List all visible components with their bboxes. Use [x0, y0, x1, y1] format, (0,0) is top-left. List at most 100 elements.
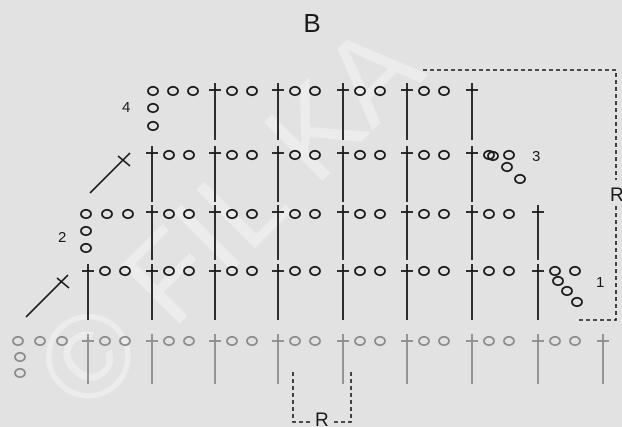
row-label-4: 4 [122, 99, 130, 116]
chain-stitch [147, 102, 159, 114]
chain-stitch [183, 149, 195, 161]
chain-stitch [246, 335, 258, 347]
chart-symbols [12, 83, 609, 384]
row-label-2: 2 [58, 229, 66, 246]
row-label-3: 3 [532, 148, 540, 165]
slip-stitch-cross [56, 277, 70, 289]
row-label-1: 1 [596, 274, 604, 291]
chain-stitch [354, 85, 366, 97]
chain-stitch [163, 208, 175, 220]
chain-stitch [289, 208, 301, 220]
chain-stitch [354, 208, 366, 220]
chain-stitch [246, 85, 258, 97]
chain-stitch [438, 335, 450, 347]
chain-stitch [569, 335, 581, 347]
chain-stitch [354, 335, 366, 347]
bottom-repeat-label: R [315, 410, 329, 427]
chain-stitch [122, 208, 134, 220]
chain-stitch [438, 208, 450, 220]
chain-stitch [418, 208, 430, 220]
slip-stitch [89, 152, 131, 194]
chain-stitch [80, 225, 92, 237]
chain-stitch [514, 173, 526, 185]
chain-stitch [226, 149, 238, 161]
chain-stitch [483, 335, 495, 347]
chain-stitch [99, 335, 111, 347]
chain-stitch [226, 265, 238, 277]
chain-stitch [289, 265, 301, 277]
chain-stitch [374, 265, 386, 277]
chain-stitch [147, 85, 159, 97]
chain-stitch [119, 265, 131, 277]
chain-stitch [569, 265, 581, 277]
chain-stitch [571, 296, 583, 308]
chain-stitch [183, 208, 195, 220]
chain-stitch [80, 242, 92, 254]
chain-stitch [226, 208, 238, 220]
chain-stitch [374, 85, 386, 97]
chain-stitch [309, 335, 321, 347]
chain-stitch [289, 85, 301, 97]
chain-stitch [80, 208, 92, 220]
watermark: © FIL KA [10, 0, 447, 427]
side-repeat-label: R [610, 185, 622, 206]
bottom-repeat-label-bg [310, 408, 334, 427]
chain-stitch [503, 335, 515, 347]
side-repeat-label-bg [604, 180, 622, 206]
chain-stitch [549, 265, 561, 277]
chain-stitch [246, 208, 258, 220]
chain-stitch [183, 265, 195, 277]
chain-stitch [309, 208, 321, 220]
chain-stitch [483, 208, 495, 220]
chain-stitch [309, 149, 321, 161]
chain-stitch [246, 265, 258, 277]
chain-stitch [438, 85, 450, 97]
chain-stitch [438, 265, 450, 277]
chain-stitch [418, 335, 430, 347]
chain-stitch [354, 265, 366, 277]
chain-stitch [354, 149, 366, 161]
chain-stitch [374, 149, 386, 161]
slip-stitch-cross [117, 155, 131, 167]
chain-stitch [163, 335, 175, 347]
chain-stitch [163, 149, 175, 161]
chain-stitch [187, 85, 199, 97]
chain-stitch [34, 335, 46, 347]
chain-stitch [289, 149, 301, 161]
chain-stitch [56, 335, 68, 347]
chain-stitch [438, 149, 450, 161]
chain-stitch [552, 275, 564, 287]
chain-stitch [246, 149, 258, 161]
chain-stitch [503, 149, 515, 161]
chain-stitch [14, 351, 26, 363]
chain-stitch [487, 150, 499, 162]
side-repeat-bracket [423, 69, 617, 321]
chain-stitch [374, 335, 386, 347]
chain-stitch [483, 265, 495, 277]
chain-stitch [374, 208, 386, 220]
chart-title: B [303, 8, 320, 38]
chain-stitch [99, 265, 111, 277]
chain-stitch [226, 85, 238, 97]
chain-stitch [101, 208, 113, 220]
chain-stitch [147, 120, 159, 132]
chain-stitch [309, 85, 321, 97]
chain-stitch [226, 335, 238, 347]
chain-stitch [167, 85, 179, 97]
chain-stitch [418, 265, 430, 277]
chain-stitch [418, 85, 430, 97]
chain-stitch [503, 265, 515, 277]
chain-stitch [183, 335, 195, 347]
chain-stitch [12, 335, 24, 347]
chain-stitch [501, 161, 513, 173]
chain-stitch [289, 335, 301, 347]
chain-stitch [309, 265, 321, 277]
chain-stitch [549, 335, 561, 347]
chain-stitch [503, 208, 515, 220]
chain-stitch [163, 265, 175, 277]
chain-stitch [14, 367, 26, 379]
chain-stitch [119, 335, 131, 347]
chain-stitch [418, 149, 430, 161]
chain-stitch [561, 285, 573, 297]
